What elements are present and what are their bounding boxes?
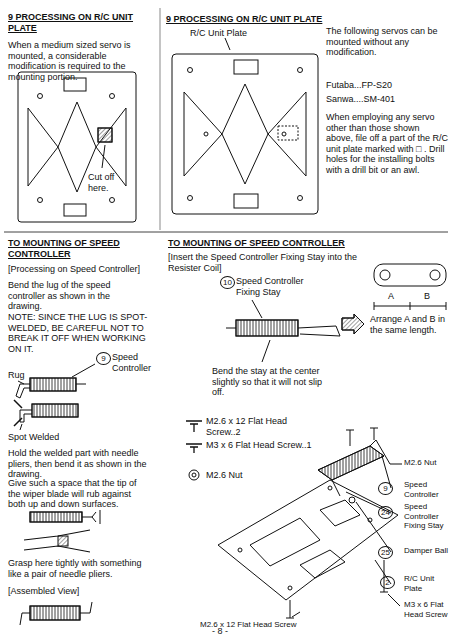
label-text: Grasp here tightly with something like a… — [8, 558, 148, 579]
section-heading: 9 PROCESSING ON R/C UNIT PLATE — [166, 14, 326, 25]
label-text: M2.6 Nut — [404, 458, 448, 468]
wiper-blade — [30, 510, 100, 524]
label-text: Give such a space that the tip of the wi… — [8, 478, 148, 510]
label-text: A — [388, 291, 398, 302]
label-text: Rug — [8, 370, 30, 381]
label-text: NOTE: SINCE THE LUG IS SPOT-WELDED, BE C… — [8, 312, 148, 354]
label-text: Futaba...FP-S20 — [326, 80, 448, 91]
label-text: Speed Controller Fixing Stay — [404, 502, 448, 531]
label-text: Bend the stay at the center slightly so … — [212, 366, 336, 398]
section-heading: 9 PROCESSING ON R/C UNIT PLATE — [8, 12, 153, 33]
label-text: Spot Welded — [8, 432, 88, 443]
label-text: Arrange A and B in the same length. — [370, 314, 448, 335]
label-text: [Assembled View] — [8, 586, 108, 597]
assembled-view — [20, 602, 92, 625]
label-text: [Insert the Speed Controller Fixing Stay… — [168, 252, 383, 273]
label-text: The following servos can be mounted with… — [326, 26, 448, 58]
callout-number: 25 — [378, 546, 393, 559]
label-text: R/C Unit Plate — [190, 28, 280, 39]
label-text: M2.6 Nut — [206, 470, 266, 481]
label-text: When a medium sized servo is mounted, a … — [8, 40, 148, 82]
label-text: Damper Ball — [404, 546, 448, 556]
label-text: Cut off here. — [88, 172, 132, 193]
label-text: B — [424, 291, 434, 302]
label-text: M2.6 x 12 Flat Head Screw..2 — [206, 416, 316, 437]
callout-number: 9 — [96, 352, 111, 365]
label-text: M3 x 6 Flat Head Screw — [404, 600, 448, 619]
label-text: Speed Controller — [404, 480, 448, 499]
rc-unit-plate-small — [18, 72, 136, 222]
exploded-assembly — [186, 421, 402, 618]
callout-number: 2 — [380, 576, 395, 589]
section-heading: TO MOUNTING OF SPEED CONTROLLER — [8, 238, 158, 259]
callout-number: 10 — [220, 276, 235, 289]
rc-unit-plate — [172, 38, 318, 214]
label-text: [Processing on Speed Controller] — [8, 264, 160, 275]
page-number: - 8 - — [212, 626, 228, 637]
label-text: Sanwa....SM-401 — [326, 94, 448, 105]
label-text: M3 x 6 Flat Head Screw..1 — [206, 440, 316, 451]
needle-pliers — [24, 530, 90, 552]
resistor-coil-and-stay — [226, 264, 446, 362]
label-text: Speed Controller Fixing Stay — [236, 276, 316, 297]
speed-controller-lug — [14, 364, 95, 430]
callout-number: 9 — [378, 482, 393, 495]
section-heading: TO MOUNTING OF SPEED CONTROLLER — [168, 238, 348, 249]
callout-number: 24 — [378, 506, 393, 519]
label-text: Hold the welded part with needle pliers,… — [8, 448, 148, 480]
label-text: Speed Controller — [112, 352, 157, 373]
label-text: When employing any servo other than thos… — [326, 112, 448, 175]
label-text: R/C Unit Plate — [404, 574, 448, 593]
label-text: Bend the lug of the speed controller as … — [8, 280, 146, 312]
